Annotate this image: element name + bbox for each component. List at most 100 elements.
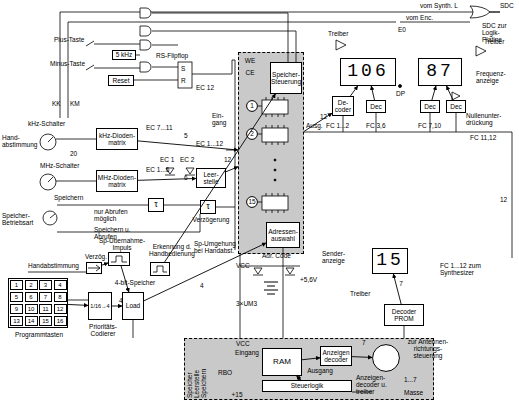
program-key: 9	[10, 304, 23, 314]
signal-label: Plus-Taste	[54, 36, 90, 43]
function-box: EingangRAMAusgang	[262, 348, 302, 376]
node-text: 3	[44, 282, 47, 289]
signal-label: Ein-gang	[212, 112, 234, 126]
program-key: 3	[39, 280, 52, 290]
function-box: 1/16→4Prioritäts-Codierer	[88, 292, 112, 320]
signal-label: KK	[52, 100, 64, 107]
signal-label: SDC	[500, 2, 518, 9]
node-text: RAM	[273, 358, 291, 367]
circle-outline	[247, 197, 258, 208]
module-band: RBO+15EingangRAMAusgangAnzeigen decoderS…	[184, 338, 434, 400]
signal-label: S	[181, 65, 187, 72]
node-text: Prioritäts-Codierer	[79, 323, 127, 337]
signal-label: Treiber	[328, 30, 358, 37]
signal-label: FC 7,10	[418, 122, 448, 129]
signal-connector	[138, 141, 238, 150]
node-text: 2	[250, 130, 254, 137]
signal-label: Adr. Code	[262, 252, 302, 259]
program-key: 2	[25, 280, 38, 290]
program-key: 7	[39, 292, 52, 302]
digit-display: 15	[372, 248, 408, 274]
program-key: 4	[54, 280, 67, 290]
node-text: 15	[376, 251, 404, 271]
node-text: τ	[206, 202, 210, 212]
function-box: Reset	[108, 75, 134, 86]
node-text: 8	[58, 294, 61, 301]
signal-label: Sp-Umgehung bei Handabst.	[194, 240, 236, 254]
program-key: 13	[10, 316, 23, 326]
program-key: 12	[54, 304, 67, 314]
rotary-switch	[40, 174, 56, 190]
node-text: τ	[154, 200, 158, 210]
signal-label: FC 3,6	[366, 122, 394, 129]
function-box: 5 kHz	[112, 50, 136, 60]
program-key: 8	[54, 292, 67, 302]
bus-wire	[226, 22, 512, 392]
node-text: Adressen-auswahl	[267, 228, 299, 242]
pulse-symbol	[88, 256, 167, 272]
circle-terminal: 1	[246, 100, 258, 112]
memory-chip	[262, 196, 288, 210]
node-text: 13	[13, 318, 20, 325]
signal-label: EC 12	[196, 84, 222, 91]
signal-label: EC 1...12	[196, 140, 234, 147]
node-text: Anzeigen decoder	[321, 349, 351, 363]
node-text: 6	[29, 294, 32, 301]
node-text: 1	[15, 282, 18, 289]
function-box: Speicher-Steuerung	[270, 62, 302, 94]
circle-outline	[373, 345, 400, 372]
key-switch	[86, 41, 94, 70]
program-key: 6	[25, 292, 38, 302]
node-text: Verzögerung	[189, 216, 233, 223]
digit-display: 87	[418, 58, 462, 86]
signal-label: Hand-abstimmung	[2, 134, 36, 148]
signal-connector	[297, 376, 301, 380]
signal-label: E0	[398, 26, 412, 33]
connector-label: 7	[399, 280, 403, 287]
signal-label: Anzeigen-decoder u. treiber	[356, 374, 396, 395]
signal-label: FC 1...2	[326, 122, 358, 129]
signal-label: Speicher	[186, 372, 193, 398]
signal-label: Speichern	[200, 369, 207, 398]
battery-symbol	[264, 282, 278, 294]
bus-wire	[60, 12, 500, 118]
program-key: 11	[39, 304, 52, 314]
signal-connector	[371, 86, 374, 100]
signal-label: Minus-Taste	[50, 60, 90, 67]
signal-label: EC 1...6	[146, 166, 182, 173]
signal-label: R	[181, 77, 187, 84]
node-text: Reset	[113, 77, 130, 84]
module-band: WECESpeicher-Steuerung1215Adressen-auswa…	[238, 52, 304, 254]
signal-connector	[121, 266, 129, 292]
signal-label: EC 1	[160, 156, 178, 163]
signal-label: Masse	[404, 389, 434, 396]
rotary-switch	[43, 211, 57, 225]
node-text: Eingang	[233, 349, 261, 356]
circle-terminal: 2	[246, 128, 258, 140]
signal-label: 3×UM3	[236, 300, 268, 307]
signal-connector	[350, 86, 357, 96]
node-text: Dec	[450, 103, 462, 110]
program-key: 14	[25, 316, 38, 326]
node-text: 1	[250, 102, 254, 109]
signal-label: nur Abrufen möglich	[94, 208, 138, 222]
function-box: Dec	[420, 100, 440, 113]
function-box: De-coder	[332, 96, 354, 116]
signal-label: 5	[184, 132, 192, 139]
signal-label: VCC	[236, 340, 252, 347]
signal-label: Frequenz-anzeige	[476, 70, 518, 84]
signal-label: Ausg.	[306, 122, 326, 129]
memory-chip	[262, 100, 288, 114]
signal-connector	[432, 86, 436, 100]
node-text: 4	[58, 282, 61, 289]
signal-connector	[144, 243, 266, 301]
function-box: kHz-Dioden-matrix	[96, 128, 138, 150]
signal-label: Handabstimmung	[28, 262, 84, 269]
node-text: 15	[248, 198, 255, 205]
node-text: 16	[57, 318, 64, 325]
node-text: Verzög.	[81, 253, 111, 260]
node-text: 5	[15, 294, 18, 301]
function-box: Verzög.	[86, 262, 102, 274]
signal-label: Speichern u. Abrufen	[94, 226, 140, 240]
signal-label: +5,6V	[300, 276, 330, 283]
